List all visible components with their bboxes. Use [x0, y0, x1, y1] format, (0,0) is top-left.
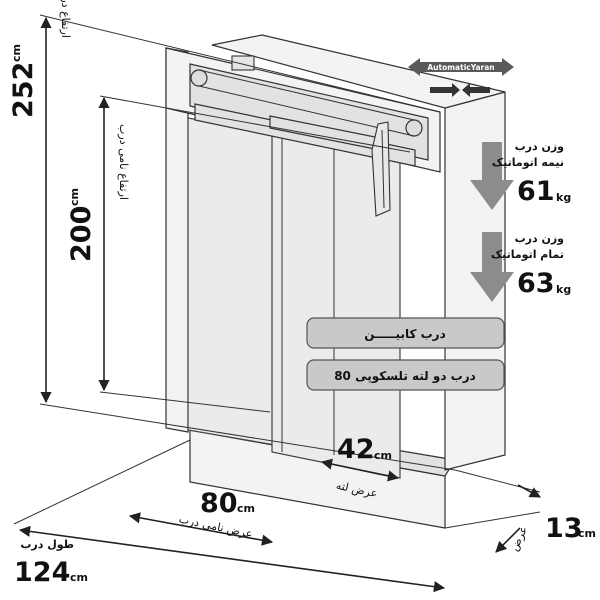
depth-unit: cm [578, 527, 596, 540]
pulley-right [405, 119, 423, 137]
weight-full-label-2: تمام اتوماتیک [491, 248, 564, 261]
total-height-value: 252 [8, 62, 39, 118]
clear-width-unit: cm [237, 502, 255, 515]
dimension-clear-width: 80 cm عرض نامی درب [128, 488, 274, 546]
total-height-unit: cm [10, 44, 23, 62]
door-length-unit: cm [70, 571, 88, 584]
weight-semi-label-2: نیمه اتوماتیک [492, 156, 564, 169]
leaf-width-value: 42 [337, 434, 375, 465]
motor-block [231, 55, 255, 71]
dimension-door-length: طول درب 124 cm [14, 525, 446, 593]
latch-hook [371, 121, 391, 217]
dimension-total-height: 252 cm ارتفاع درب [8, 0, 72, 404]
weight-semi-automatic: وزن درب نیمه اتوماتیک 61 kg [470, 140, 571, 210]
inward-arrow-right [462, 83, 490, 97]
clear-height-unit: cm [68, 188, 81, 206]
leaf-width-unit: cm [374, 449, 392, 462]
brand-badge: AutomaticYaran [408, 58, 514, 97]
weight-semi-label-1: وزن درب [515, 140, 565, 153]
weight-full-value: 63 [517, 268, 555, 299]
weight-semi-arrow [470, 142, 514, 210]
clear-height-label: ارتفاع نامی درب [117, 124, 130, 200]
weight-full-arrow [470, 232, 514, 302]
clear-height-value: 200 [66, 206, 97, 262]
door-type-text: درب دو لته تلسکوپی 80 [334, 369, 476, 384]
door-length-label: طول درب [20, 538, 74, 551]
door-illustration [165, 34, 506, 529]
left-post [165, 47, 189, 433]
brand-text: AutomaticYaran [427, 63, 494, 72]
door-length-value: 124 [14, 557, 70, 588]
weight-full-unit: kg [556, 283, 571, 296]
clear-width-value: 80 [200, 488, 238, 519]
brand-arrow [408, 58, 514, 76]
weight-full-automatic: وزن درب تمام اتوماتیک 63 kg [470, 232, 571, 302]
total-height-label: ارتفاع درب [59, 0, 72, 38]
weight-semi-value: 61 [517, 176, 555, 207]
label-box-cabin: درب کابیـــــن [306, 317, 505, 349]
cabin-door-text: درب کابیـــــن [364, 327, 446, 341]
label-box-type: درب دو لته تلسکوپی 80 [306, 359, 505, 391]
pulley-left [190, 69, 208, 87]
dimension-depth: 13 cm عرض [495, 484, 596, 553]
depth-value: 13 [545, 513, 583, 544]
weight-full-label-1: وزن درب [515, 232, 565, 245]
depth-label: عرض [507, 524, 530, 553]
dimension-clear-height: 200 cm ارتفاع نامی درب [66, 96, 130, 392]
weight-semi-unit: kg [556, 191, 571, 204]
inward-arrow-left [430, 83, 460, 97]
